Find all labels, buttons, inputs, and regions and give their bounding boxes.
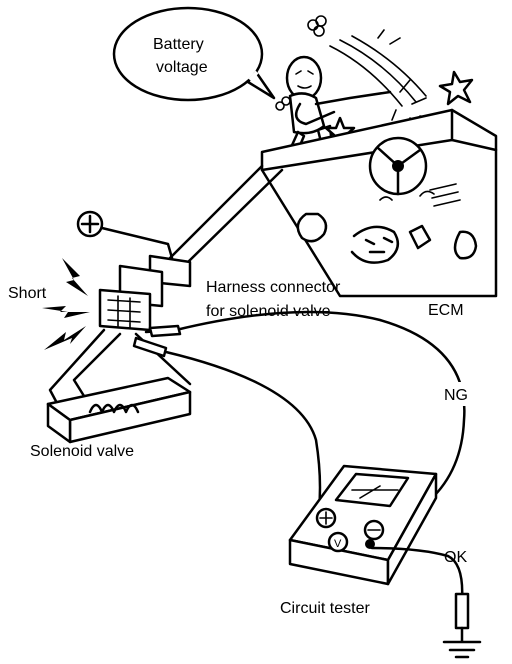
ecm-character <box>296 190 478 264</box>
solenoid-label: Solenoid valve <box>30 443 134 460</box>
short-label: Short <box>8 285 47 302</box>
ecm-box <box>260 108 498 298</box>
star-icon <box>438 70 474 106</box>
wire-ecm-top <box>168 164 264 260</box>
harness-label-line-1: Harness connector <box>206 279 341 296</box>
lightning-icon <box>44 326 86 350</box>
ecm-label: ECM <box>428 302 464 319</box>
speech-bubble <box>112 6 276 102</box>
lightning-icon <box>62 258 88 296</box>
ground-icon <box>442 626 482 659</box>
lightning-icon <box>42 306 90 318</box>
probe-tips <box>132 324 182 358</box>
ng-label: NG <box>444 387 468 404</box>
solenoid-valve <box>46 376 192 444</box>
speech-line-2: voltage <box>156 59 208 76</box>
minus-terminal-icon <box>363 519 385 541</box>
ground-lead <box>370 546 464 628</box>
harness-connector <box>98 254 192 332</box>
harness-label-line-2: for solenoid valve <box>206 303 331 320</box>
ok-label: OK <box>444 549 467 566</box>
tester-label: Circuit tester <box>280 600 370 617</box>
steering-wheel-icon <box>368 136 428 196</box>
wire-ecm-bottom <box>186 168 284 264</box>
wire-solenoid-2 <box>72 332 122 398</box>
svg-text:V: V <box>334 538 342 550</box>
puff-icon <box>275 15 327 111</box>
plus-terminal-icon <box>315 507 337 529</box>
tester-jack <box>365 539 375 549</box>
ng-label-bg <box>440 382 482 406</box>
plus-terminal-icon <box>76 210 174 260</box>
spark-lines <box>329 29 437 129</box>
circuit-tester <box>288 464 438 586</box>
speech-line-1: Battery <box>153 36 204 53</box>
voltage-icon: V <box>327 531 349 553</box>
ground-probe <box>454 592 470 630</box>
